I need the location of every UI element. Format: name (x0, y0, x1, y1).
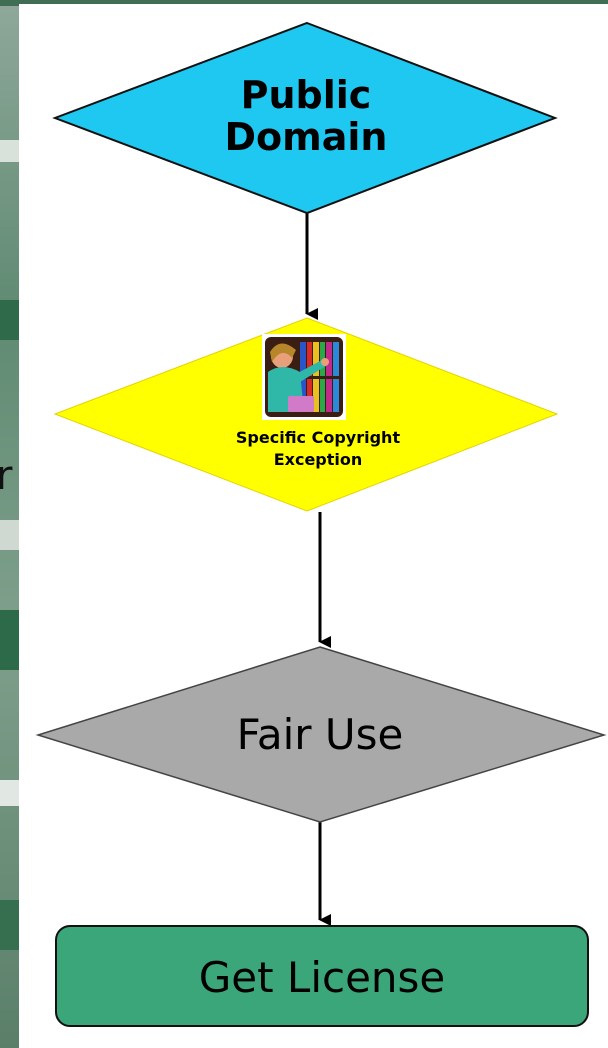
specific-exception-label-line-1: Specific Copyright (235, 428, 401, 447)
librarian-bookshelf-clipart-icon (262, 334, 346, 420)
public-domain-diamond (52, 21, 558, 215)
public-domain-label-line-1: Public (240, 73, 372, 117)
fair-use-label-line-1: Fair Use (236, 710, 404, 759)
get-license-label: Get License (58, 950, 586, 1006)
get-license-label-line-1: Get License (198, 953, 446, 1002)
specific-exception-label-line-2: Exception (273, 450, 363, 469)
public-domain-label: Public Domain (206, 74, 406, 158)
public-domain-label-line-2: Domain (224, 115, 388, 159)
fair-use-diamond (35, 646, 607, 823)
specific-exception-label: Specific Copyright Exception (180, 427, 456, 471)
get-license-box (55, 925, 589, 1027)
background-text-fragment: r (0, 453, 13, 499)
fair-use-label: Fair Use (170, 710, 470, 760)
